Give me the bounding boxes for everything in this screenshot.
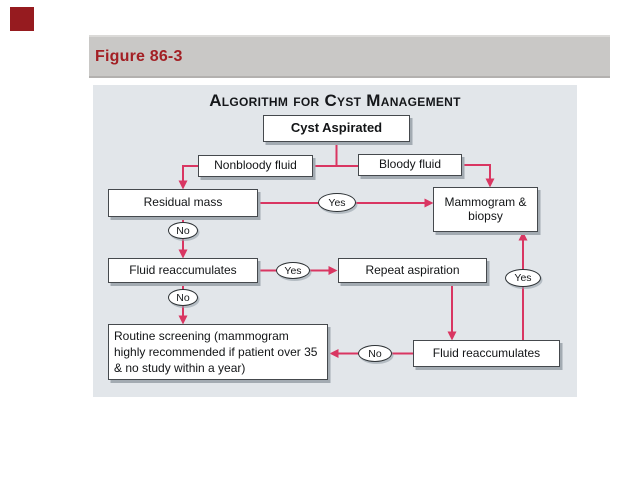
diagram-title: Algorithm for Cyst Management <box>209 91 461 110</box>
node-mammogram-biopsy: Mammogram & biopsy <box>433 187 538 232</box>
node-residual-mass: Residual mass <box>108 189 258 217</box>
figure-label: Figure 86-3 <box>95 47 183 65</box>
decision-label-yes-1: Yes <box>318 193 356 212</box>
decision-label-yes-2: Yes <box>276 262 310 279</box>
edge-nonbloody-to-residual <box>178 165 198 190</box>
figure-caption-bar: Figure 86-3 <box>89 35 610 78</box>
slide-accent-square <box>10 7 34 31</box>
node-repeat-aspiration: Repeat aspiration <box>338 258 487 283</box>
node-fluid-reaccumulates-1: Fluid reaccumulates <box>108 258 258 283</box>
node-fluid-reaccumulates-2: Fluid reaccumulates <box>413 340 560 367</box>
node-cyst-aspirated: Cyst Aspirated <box>263 115 410 142</box>
edge-cyst-split <box>313 142 358 167</box>
decision-label-no-2: No <box>168 289 198 306</box>
node-routine-screening: Routine screening (mammogram highly reco… <box>108 324 328 380</box>
decision-label-no-1: No <box>168 222 198 239</box>
node-nonbloody-fluid: Nonbloody fluid <box>198 155 313 177</box>
decision-label-yes-3: Yes <box>505 269 541 287</box>
decision-label-no-3: No <box>358 345 392 362</box>
flowchart-panel: Algorithm for Cyst Management Cyst Aspir… <box>93 85 577 397</box>
edge-bloody-to-mammogram <box>462 164 495 188</box>
node-bloody-fluid: Bloody fluid <box>358 154 462 176</box>
